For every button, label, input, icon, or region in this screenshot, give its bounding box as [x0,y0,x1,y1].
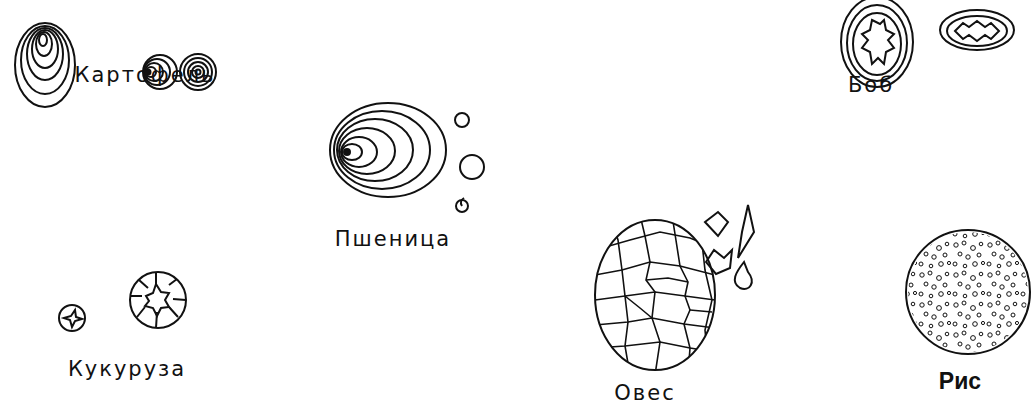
wheat-grains [330,103,484,212]
corn-grains [59,272,186,331]
oat-grains [595,205,754,375]
species-label: Картофель [75,64,216,87]
species-label: Рис [939,369,981,394]
species-label: Пшеница [335,228,451,251]
potato-grains [15,23,216,107]
species-label: Овес [614,382,675,405]
species-label: Кукуруза [68,358,186,381]
rice-grains [906,230,1030,354]
species-label: Боб [848,74,894,97]
